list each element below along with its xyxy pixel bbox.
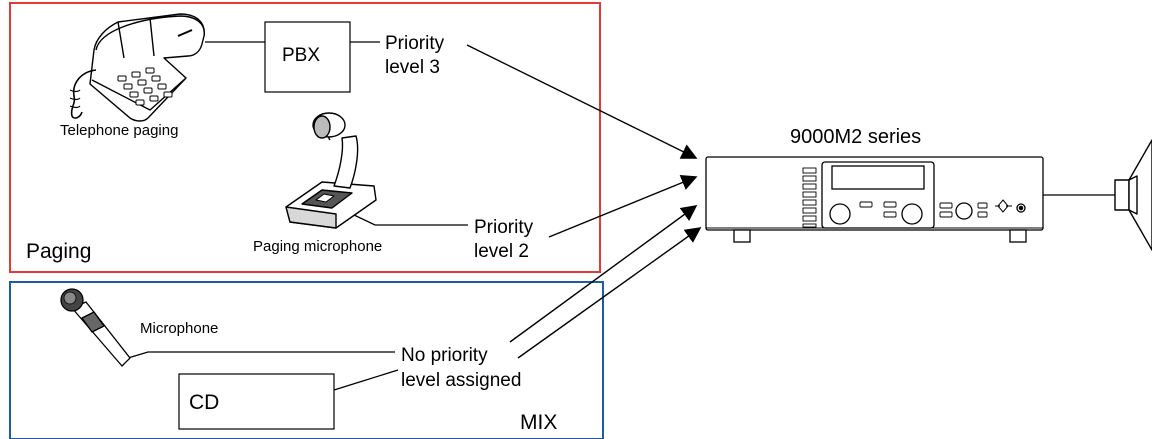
pbx-label: PBX (282, 45, 321, 66)
no-priority-arrow-2 (517, 227, 702, 359)
mix-group-frame (9, 281, 604, 439)
paging-group-label: Paging (26, 240, 92, 263)
priority-level-3-label: Priority level 3 (385, 32, 444, 80)
amplifier-unit-icon (705, 156, 1044, 243)
telephone-paging-label: Telephone paging (60, 122, 179, 139)
no-priority-label: No priority level assigned (401, 343, 521, 393)
priority2-arrow (548, 175, 698, 238)
handheld-microphone-icon (60, 288, 131, 367)
priority-level-3-line1: Priority (385, 33, 445, 54)
priority-level-3-line2: level 3 (385, 57, 440, 78)
priority-level-2-line2: level 2 (474, 241, 529, 262)
no-priority-line2: level assigned (401, 370, 522, 391)
no-priority-line1: No priority (401, 345, 488, 366)
priority3-arrow (466, 44, 698, 159)
desk-microphone-icon (285, 112, 377, 229)
cd-to-mix-line (333, 369, 399, 391)
mix-group-label: MIX (520, 411, 558, 434)
priority-level-2-label: Priority level 2 (474, 216, 533, 264)
telephone-icon (69, 13, 205, 122)
microphone-label: Microphone (140, 320, 219, 337)
pbx-box (264, 21, 351, 93)
paging-microphone-label: Paging microphone (253, 238, 383, 255)
amplifier-label: 9000M2 series (790, 126, 922, 148)
priority-level-2-line1: Priority (474, 217, 534, 238)
cd-box (178, 373, 335, 430)
cd-label: CD (189, 391, 220, 414)
no-priority-arrow-1 (509, 205, 698, 343)
paging-group-frame (9, 2, 601, 273)
microphone-to-mix-line (127, 351, 395, 359)
horn-speaker-icon (1114, 139, 1152, 251)
